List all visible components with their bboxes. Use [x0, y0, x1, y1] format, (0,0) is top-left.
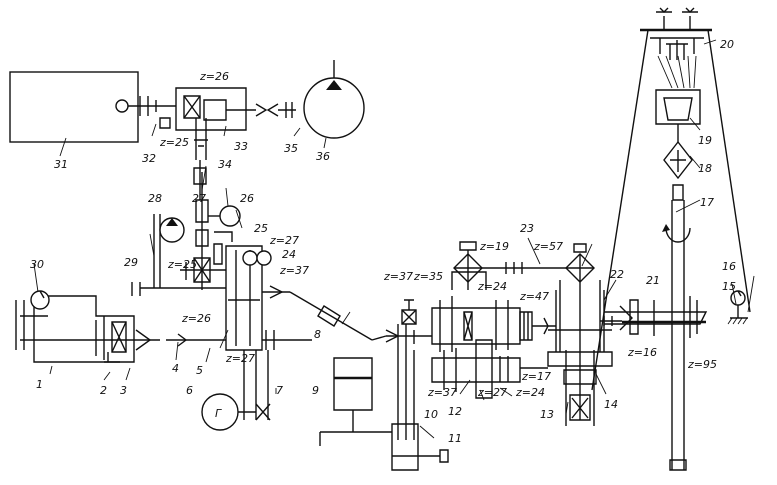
swivel: [663, 140, 693, 180]
label-28: 28: [148, 192, 162, 205]
generator: [201, 350, 271, 431]
label-20: 20: [720, 38, 734, 51]
gear-label-z37-a: z=37: [279, 264, 309, 277]
pto-column: [131, 172, 233, 296]
label-2: 2: [100, 384, 107, 397]
label-6: 6: [186, 384, 193, 397]
hydraulic-pump-28: [159, 217, 185, 243]
gear-label-z26-top: z=26: [199, 70, 229, 83]
pump-cylinder: [319, 357, 392, 446]
label-26: 26: [240, 192, 254, 205]
label-18: 18: [698, 162, 712, 175]
label-16: 16: [722, 260, 736, 273]
gear-label-z37-c: z=37: [427, 386, 457, 399]
label-11: 11: [448, 432, 462, 445]
label-12: 12: [448, 405, 462, 418]
gear-label-z24-a: z=24: [477, 280, 507, 293]
fan-36: [303, 60, 365, 139]
air-drive-shaft: [128, 96, 176, 129]
label-36: 36: [316, 150, 330, 163]
rotary-drive-shaft: [600, 316, 622, 326]
label-3: 3: [120, 384, 127, 397]
gear-label-z37-b: z=37: [383, 270, 413, 283]
travelling-block-ropes: [657, 55, 697, 89]
label-35: 35: [284, 142, 298, 155]
chain-drive-z57: [534, 243, 595, 283]
gear-label-z24-b: z=24: [515, 386, 545, 399]
label-22: 22: [610, 268, 624, 281]
cardan-shaft: [289, 291, 387, 341]
gear-label-z16: z=16: [627, 346, 657, 359]
input-shaft-assembly: [385, 299, 432, 350]
gear-label-z19: z=19: [479, 240, 509, 253]
twin-sprockets-24: [242, 250, 272, 266]
mud-pump-drive: [391, 350, 449, 471]
transmission-gearbox: [431, 241, 534, 352]
clutch-35: [255, 102, 296, 118]
gear-label-z47: z=47: [519, 290, 549, 303]
label-10: 10: [424, 408, 438, 421]
deadline-anchor-gauge: [727, 290, 748, 325]
label-33: 33: [234, 140, 248, 153]
label-32: 32: [142, 152, 156, 165]
label-21: 21: [646, 274, 660, 287]
gear-label-z27-b: z=27: [225, 352, 255, 365]
label-15: 15: [722, 280, 736, 293]
label-25: 25: [254, 222, 268, 235]
hook-block: [655, 89, 701, 142]
label-7: 7: [276, 384, 283, 397]
crown-block: [650, 37, 704, 60]
label-14: 14: [604, 398, 618, 411]
label-13: 13: [540, 408, 554, 421]
gear-label-z26-low: z=26: [181, 312, 211, 325]
gear-label-z57: z=57: [533, 240, 563, 253]
label-34: 34: [218, 158, 232, 171]
rotary-table: [604, 296, 708, 338]
shaft-34: [193, 160, 207, 200]
main-gearbox: [166, 245, 312, 351]
gear-label-z25-top: z=25: [159, 136, 189, 149]
component-labels: 1 2 3 4 5 6 7 8 9 10 11 12 13 14 15 16 1…: [30, 38, 736, 445]
label-24: 24: [282, 248, 296, 261]
derrick: [591, 7, 751, 391]
kelly-drill-string: [662, 184, 691, 471]
label-8: 8: [314, 328, 321, 341]
label-30: 30: [30, 258, 44, 271]
engine: [15, 290, 160, 363]
label-5: 5: [196, 364, 203, 377]
leader-lines: [33, 39, 755, 439]
label-17: 17: [700, 196, 714, 209]
label-19: 19: [698, 134, 712, 147]
gearbox-33: [175, 87, 256, 160]
gear-label-z27-a: z=27: [269, 234, 299, 247]
label-23: 23: [520, 222, 534, 235]
gear-label-z35: z=35: [413, 270, 443, 283]
lower-gear-train: [431, 339, 548, 399]
motor-26: [208, 205, 241, 227]
label-4: 4: [172, 362, 179, 375]
label-9: 9: [312, 384, 319, 397]
gear-label-z95: z=95: [687, 358, 717, 371]
output-coupling-z47: [519, 311, 556, 341]
gear-labels: z=26 z=25 z=27 z=25 z=37 z=26 z=27 z=37 …: [159, 70, 717, 420]
compressor-31: [9, 71, 139, 143]
label-1: 1: [36, 378, 43, 391]
gear-label-z25-mid: z=25: [167, 258, 197, 271]
label-29: 29: [124, 256, 138, 269]
clutch-2-3: [95, 316, 152, 363]
label-31: 31: [54, 158, 68, 171]
label-27: 27: [192, 192, 206, 205]
gear-label-z27-c: z=27: [477, 386, 507, 399]
generator-symbol: Г: [215, 407, 222, 420]
gear-label-z17: z=17: [521, 370, 551, 383]
drawworks-drum: [547, 280, 613, 420]
